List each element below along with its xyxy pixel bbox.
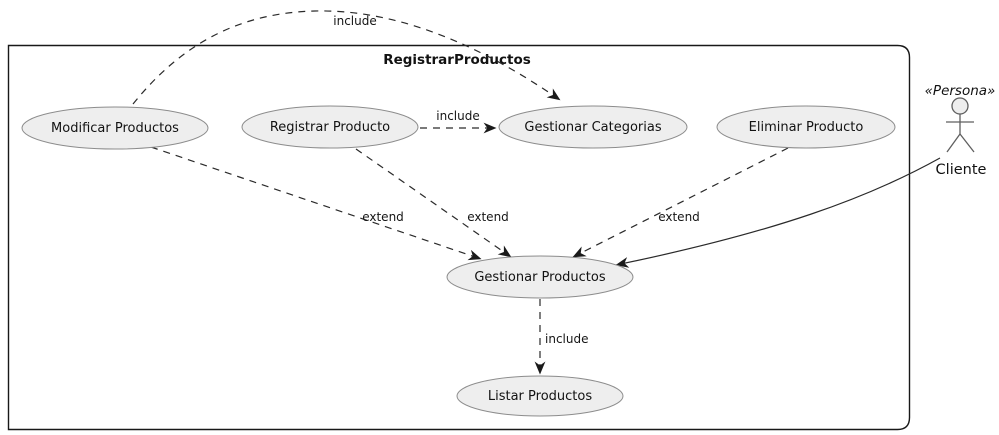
- actor-stereotype: «Persona»: [925, 83, 996, 99]
- usecase-ellipse: [241, 105, 419, 149]
- actor-leg-left: [946, 133, 961, 153]
- edge-label-include-top: include: [333, 14, 376, 28]
- usecase-gestionar-productos: Gestionar Productos: [446, 255, 634, 299]
- usecase-ellipse: [21, 106, 209, 150]
- usecase-ellipse: [446, 255, 634, 299]
- edge-label-extend-right: extend: [658, 210, 700, 224]
- edge-label-extend-left: extend: [362, 210, 404, 224]
- usecase-listar-productos: Listar Productos: [456, 375, 624, 417]
- edges-layer: [132, 10, 941, 375]
- usecase-registrar-producto: Registrar Producto: [241, 105, 419, 149]
- usecase-gestionar-categorias: Gestionar Categorias: [498, 105, 688, 149]
- usecase-label: Gestionar Categorias: [524, 120, 661, 135]
- actor-cliente: «Persona» Cliente: [925, 83, 996, 178]
- usecase-label: Listar Productos: [488, 389, 592, 404]
- edge-label-include-horizontal: include: [436, 109, 479, 123]
- actor-leg-right: [959, 133, 975, 153]
- usecase-label: Registrar Producto: [270, 120, 390, 135]
- usecase-eliminar-producto: Eliminar Producto: [716, 105, 896, 149]
- actor-name: Cliente: [936, 162, 987, 178]
- system-boundary-rect: [7, 44, 911, 431]
- edge-association-cliente-to-gestionar: [615, 157, 941, 268]
- usecase-modificar-productos: Modificar Productos: [21, 106, 209, 150]
- edge-label-include-bottom: include: [545, 332, 588, 346]
- usecase-ellipse: [456, 375, 624, 417]
- edge-extend-registrar-to-gestionar: [355, 148, 512, 258]
- edge-extend-modificar-to-gestionar: [150, 146, 482, 261]
- actor-head: [951, 97, 969, 115]
- edge-label-extend-middle: extend: [467, 210, 509, 224]
- edge-labels-layer: include include extend extend extend inc…: [333, 14, 700, 346]
- usecase-label: Modificar Productos: [51, 121, 179, 136]
- usecase-label: Eliminar Producto: [749, 120, 864, 135]
- usecase-ellipse: [498, 105, 688, 149]
- system-boundary: RegistrarProductos: [7, 44, 911, 431]
- usecase-nodes-layer: Modificar Productos Registrar Producto G…: [21, 105, 896, 417]
- edge-extend-eliminar-to-gestionar: [572, 147, 789, 258]
- edge-include-modificar-to-categorias: [132, 10, 561, 105]
- actor-figure-icon: [946, 97, 975, 153]
- usecase-ellipse: [716, 105, 896, 149]
- usecase-label: Gestionar Productos: [474, 270, 606, 285]
- system-boundary-title: RegistrarProductos: [383, 52, 531, 68]
